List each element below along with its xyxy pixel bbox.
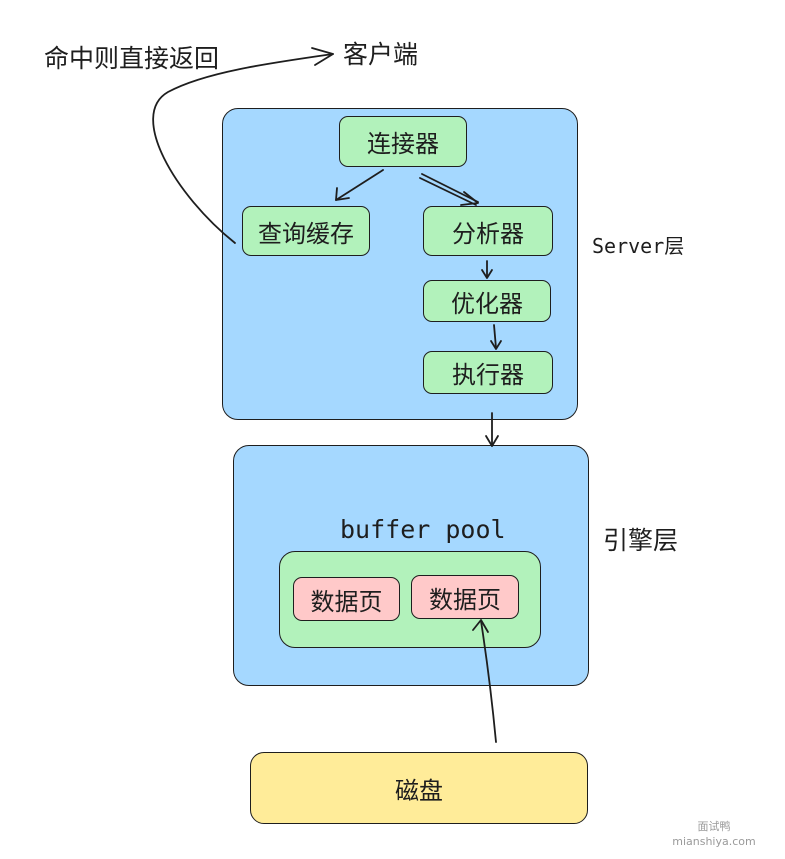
analyzer-node: 分析器	[423, 206, 553, 256]
arrow-optimizer-to-executor	[493, 324, 497, 349]
watermark-brand: 面试鸭	[697, 820, 731, 833]
arrow-cache-to-client	[152, 53, 334, 244]
arrow-connector-to-analyzer	[421, 173, 479, 203]
arrowhead-analyzer	[460, 191, 479, 206]
arrow-disk-to-page	[480, 620, 497, 743]
server-layer-label: Server层	[592, 234, 685, 258]
arrowhead-optimizer	[481, 269, 493, 279]
data-page-node-1: 数据页	[293, 577, 400, 621]
watermark: 面试鸭 mianshiya.com	[655, 820, 773, 850]
arrowhead-engine	[485, 435, 499, 447]
arrow-connector-to-analyzer-2	[419, 177, 477, 206]
buffer-pool-label: buffer pool	[340, 515, 506, 544]
data-page-node-2: 数据页	[411, 575, 519, 619]
arrowhead-client	[311, 47, 334, 66]
arrowhead-cache	[335, 187, 350, 201]
arrowhead-executor	[490, 340, 502, 350]
executor-node: 执行器	[423, 351, 553, 394]
disk-node: 磁盘	[250, 752, 588, 824]
engine-layer-label: 引擎层	[603, 526, 679, 555]
arrowhead-page	[472, 619, 489, 633]
watermark-url: mianshiya.com	[672, 834, 756, 848]
arrow-connector-to-cache	[335, 169, 384, 201]
optimizer-node: 优化器	[423, 280, 551, 322]
client-label: 客户端	[343, 40, 419, 69]
connector-node: 连接器	[339, 116, 467, 167]
hit-return-label: 命中则直接返回	[44, 44, 220, 73]
query-cache-node: 查询缓存	[242, 206, 370, 256]
